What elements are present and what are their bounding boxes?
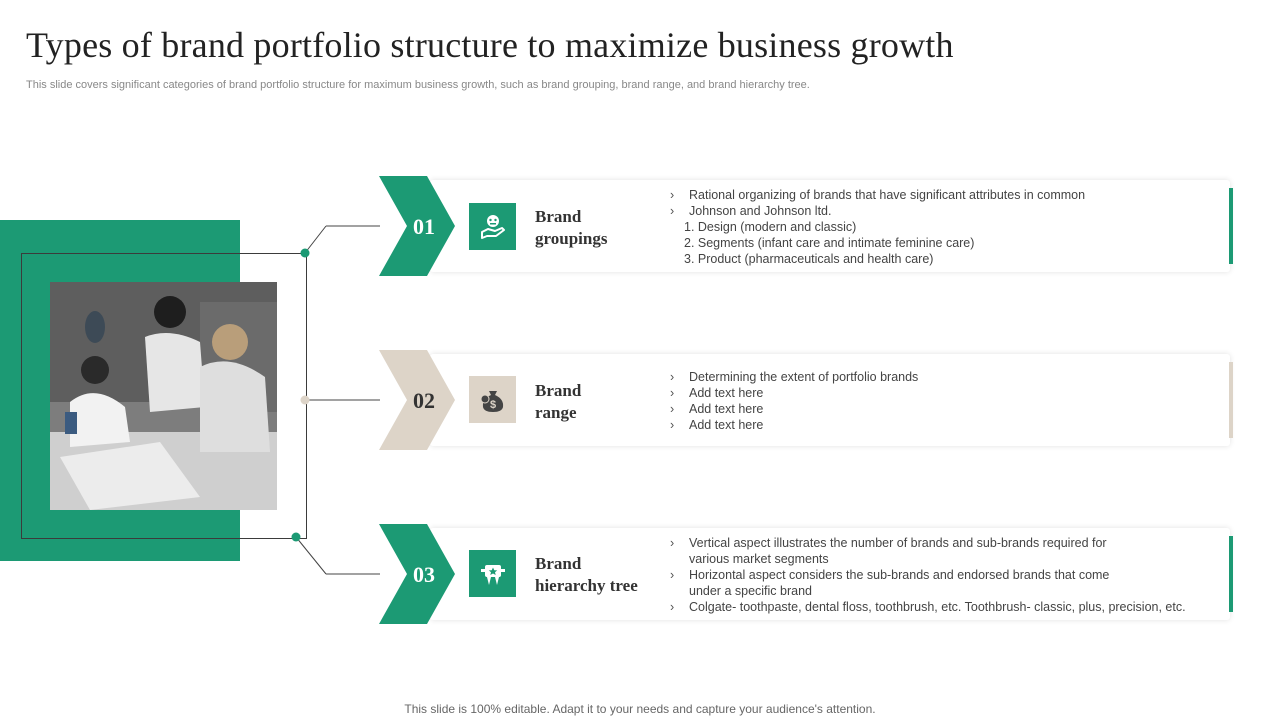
team-meeting-photo [50,282,277,510]
connector-dot-2 [300,395,310,405]
hand-holding-brand-icon [469,203,516,250]
row-title-line2: hierarchy tree [535,576,638,595]
row-accent-bar [1229,362,1233,438]
numbered-item: 2. Segments (infant care and intimate fe… [684,236,975,250]
bullet-list: Rational organizing of brands that have … [669,187,1085,267]
numbered-item: 3. Product (pharmaceuticals and health c… [684,252,934,266]
bullet-item: Vertical aspect illustrates the number o… [669,535,1186,551]
bullet-item: Add text here [669,385,918,401]
award-ribbon-icon [469,550,516,597]
row-title-line1: Brand [535,554,582,573]
bullet-continuation: under a specific brand [689,584,812,598]
bullet-item: Horizontal aspect considers the sub-bran… [669,567,1186,583]
bullet-list: Determining the extent of portfolio bran… [669,369,918,433]
bullet-item: Add text here [669,401,918,417]
svg-text:$: $ [489,399,495,411]
bullet-item: Johnson and Johnson ltd. [669,203,1085,219]
numbered-item: 1. Design (modern and classic) [684,220,857,234]
row-accent-bar [1229,188,1233,264]
step-number: 02 [413,388,435,413]
bullet-item: Determining the extent of portfolio bran… [669,369,918,385]
row-title: Brand groupings [535,206,607,250]
bullet-item: Colgate- toothpaste, dental floss, tooth… [669,599,1186,615]
money-bag-icon: $ [469,376,516,423]
connector-dot-3 [291,532,301,542]
bullet-continuation: various market segments [689,552,829,566]
step-number: 01 [413,214,435,239]
row-title-line2: range [535,403,577,422]
row-accent-bar [1229,536,1233,612]
row-title: Brand hierarchy tree [535,553,638,597]
chevron-shape [379,350,455,450]
chevron-shape [379,524,455,624]
row-title-line1: Brand [535,207,582,226]
chevron-shape [379,176,455,276]
footer-note: This slide is 100% editable. Adapt it to… [404,702,876,716]
row-title: Brand range [535,380,581,424]
bullet-item: Rational organizing of brands that have … [669,187,1085,203]
row-title-line1: Brand [535,381,582,400]
slide-title: Types of brand portfolio structure to ma… [26,25,954,65]
bullet-list: Vertical aspect illustrates the number o… [669,535,1186,615]
step-number: 03 [413,562,435,587]
connector-dot-1 [300,248,310,258]
bullet-item: Add text here [669,417,918,433]
slide-subtitle: This slide covers significant categories… [26,79,810,91]
row-title-line2: groupings [535,229,608,248]
